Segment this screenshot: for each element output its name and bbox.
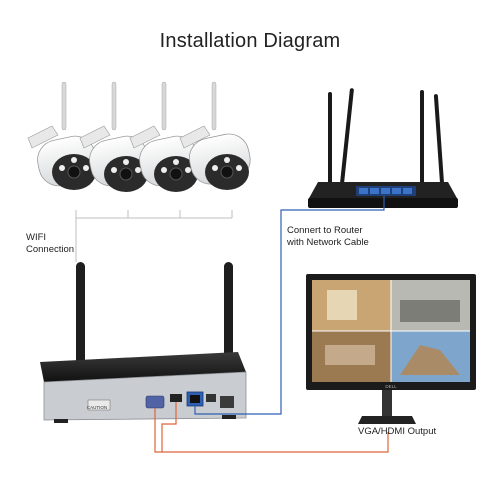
nvr-caution-label: CAUTION [87,405,107,410]
video-cable-hdmi [161,402,177,452]
wifi-link-lines [75,210,233,262]
camera-3-icon [129,81,199,192]
monitor-brand-label: DELL [385,384,397,389]
diagram-title: Installation Diagram [159,30,341,52]
wifi-label-line2: Connection [26,244,75,255]
monitor-icon [306,274,476,424]
router-connection-label: Connert to Router with Network Cable [287,225,369,249]
network-cable [194,196,385,415]
camera-4-icon [179,81,251,190]
video-cable [154,408,389,453]
wifi-label-line1: WIFI [26,232,47,243]
camera-group [27,81,251,192]
vga-hdmi-output-label: VGA/HDMI Output [358,426,437,437]
router-label-line2: with Network Cable [287,237,369,248]
router-label-line1: Connert to Router [287,225,363,236]
camera-2-icon [79,81,149,192]
camera-1-icon [27,81,97,190]
router-icon [308,88,458,208]
wifi-connection-label: WIFI Connection [26,232,74,256]
nvr-icon [40,262,247,423]
